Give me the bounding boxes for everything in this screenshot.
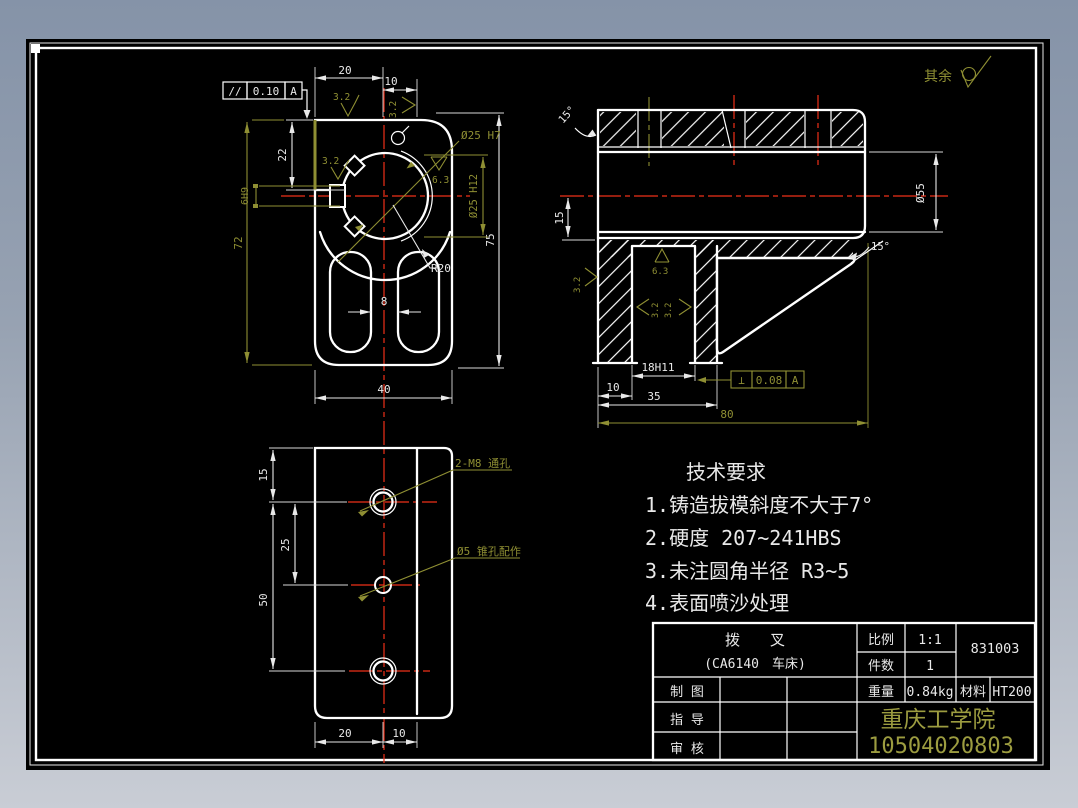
label-d25h7: Ø25 H7: [461, 129, 501, 142]
drafter-label: 制 图: [670, 685, 704, 700]
part-model: (CA6140 车床): [704, 656, 806, 672]
front-view: 20 10 22 72 6H9 75 Ø25 H12 Ø25 H7 R20: [222, 64, 504, 763]
tol-datum: A: [792, 374, 799, 387]
tech-req-title: 技术要求: [686, 460, 766, 484]
spline-notch-lower: [343, 215, 366, 238]
surface-finish-note: 其余: [924, 55, 992, 89]
roughness-value: 3.2: [651, 303, 661, 318]
parallelism-tolerance-frame: // 0.10 A: [222, 81, 311, 119]
dim-d55: Ø55: [914, 183, 927, 203]
side-section-view: 15 Ø55 18H11 10 35 80 ⊥ 0.08 A 15° 15°: [553, 95, 948, 428]
perpendicularity-tolerance-frame: ⊥ 0.08 A: [697, 370, 805, 389]
dim-d25h12: Ø25 H12: [468, 174, 480, 218]
spline-notch-upper: [343, 154, 366, 177]
scale-value: 1:1: [918, 633, 941, 648]
angle-15-right: 15°: [871, 241, 890, 253]
tol-symbol: ⊥: [738, 374, 745, 387]
dim-40: 40: [377, 383, 390, 396]
dim-20-bottom: 20: [338, 727, 351, 740]
qty-label: 件数: [868, 659, 894, 674]
cad-viewport[interactable]: [26, 39, 1050, 770]
keyway-notch: [329, 184, 346, 208]
title-block: 拨 叉 (CA6140 车床) 比例 1:1 件数 1 831003 制 图 重…: [651, 621, 1037, 762]
dim-10-bottom: 10: [392, 727, 405, 740]
frame-grip-handle[interactable]: [31, 44, 40, 53]
scale-label: 比例: [868, 633, 894, 648]
material-value: HT200: [992, 685, 1031, 700]
tol-symbol: //: [228, 85, 241, 98]
dim-6h9: 6H9: [240, 187, 251, 205]
label-taper-hole: Ø5 锥孔配作: [457, 545, 521, 558]
material-label: 材料: [960, 685, 986, 700]
tol-datum: A: [290, 85, 297, 98]
roughness-value: 3.2: [322, 156, 339, 167]
dim-50: 50: [257, 593, 270, 606]
student-number: 10504020803: [868, 734, 1014, 759]
dim-72: 72: [232, 236, 245, 249]
label-m8-holes: 2-M8 通孔: [455, 457, 510, 470]
tech-req-item: 4.表面喷沙处理: [645, 591, 789, 615]
tech-req-item: 2.硬度 207~241HBS: [645, 526, 842, 550]
tol-value: 0.08: [756, 374, 783, 387]
dim-15-bottom: 15: [257, 468, 270, 481]
label-r20: R20: [431, 262, 451, 275]
auditor-label: 审 核: [670, 742, 704, 757]
part-name: 拨 叉: [725, 631, 785, 649]
dim-22: 22: [276, 148, 289, 161]
surface-note-label: 其余: [924, 68, 952, 85]
dim-75: 75: [484, 233, 497, 246]
technical-requirements: 技术要求 1.铸造拔模斜度不大于7° 2.硬度 207~241HBS 3.未注圆…: [645, 460, 873, 615]
dim-20: 20: [338, 64, 351, 77]
school-name: 重庆工学院: [881, 707, 996, 733]
dim-8: 8: [381, 295, 388, 308]
weight-label: 重量: [868, 684, 894, 700]
weight-value: 0.84kg: [907, 685, 954, 700]
tech-req-item: 1.铸造拔模斜度不大于7°: [645, 493, 873, 517]
dim-25: 25: [279, 538, 292, 551]
roughness-value: 6.3: [432, 175, 449, 186]
roughness-value: 3.2: [333, 92, 350, 103]
dim-10-side: 10: [606, 381, 619, 394]
qty-value: 1: [926, 659, 934, 674]
bore-top-symbol: [390, 130, 406, 146]
roughness-value: 3.2: [388, 101, 399, 118]
tech-req-item: 3.未注圆角半径 R3~5: [645, 559, 849, 583]
roughness-value: 6.3: [652, 267, 668, 277]
paper-inner-frame: [34, 46, 1038, 762]
roughness-value: 3.2: [573, 277, 583, 293]
advisor-label: 指 导: [670, 713, 704, 728]
dim-80: 80: [720, 408, 733, 421]
dim-10: 10: [384, 75, 397, 88]
paper-outer-frame: [29, 42, 1044, 766]
tol-value: 0.10: [253, 85, 280, 98]
roughness-circle-icon: [961, 66, 977, 82]
drawing-number: 831003: [971, 641, 1020, 657]
dim-35: 35: [647, 390, 660, 403]
dim-15-side: 15: [553, 211, 566, 224]
roughness-symbols-front: 3.2 3.2 3.2 6.3: [322, 92, 449, 186]
dim-18h11: 18H11: [641, 361, 674, 374]
bottom-view: 15 50 25 20 10 2-M8 通孔 Ø5 锥孔配作: [257, 446, 521, 748]
roughness-value: 3.2: [664, 303, 674, 318]
roughness-symbols-side: 3.2 6.3 3.2 3.2: [573, 247, 692, 318]
